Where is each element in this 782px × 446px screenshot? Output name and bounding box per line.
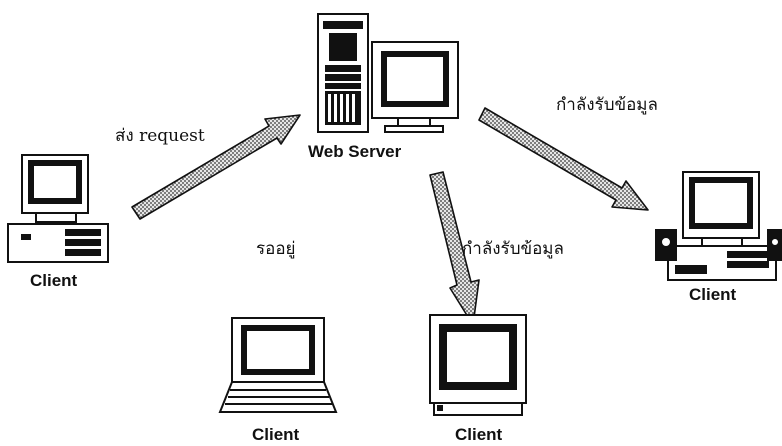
- desktop-computer-with-speakers-icon: [655, 171, 782, 281]
- edge-label-receiving-bottom: กำลังรับข้อมูล: [462, 239, 564, 259]
- client-left-label: Client: [30, 271, 78, 290]
- arrow-client-to-server: [131, 114, 301, 220]
- client-right-label: Client: [689, 285, 737, 304]
- arrow-server-to-client-right: [478, 107, 649, 211]
- server-label: Web Server: [308, 142, 402, 161]
- waiting-label: รออยู่: [256, 239, 296, 259]
- client-bottom-right-label: Client: [455, 425, 503, 444]
- monitor-icon: [429, 314, 527, 416]
- edge-label-receiving-right: กำลังรับข้อมูล: [556, 95, 658, 115]
- edge-label-send-request: ส่ง request: [115, 126, 205, 146]
- client-bottom-left-label: Client: [252, 425, 300, 444]
- arrow-server-to-client-bottom: [429, 171, 480, 326]
- laptop-computer-icon: [218, 317, 338, 413]
- desktop-computer-icon: [7, 154, 109, 263]
- web-server-icon: [317, 13, 459, 133]
